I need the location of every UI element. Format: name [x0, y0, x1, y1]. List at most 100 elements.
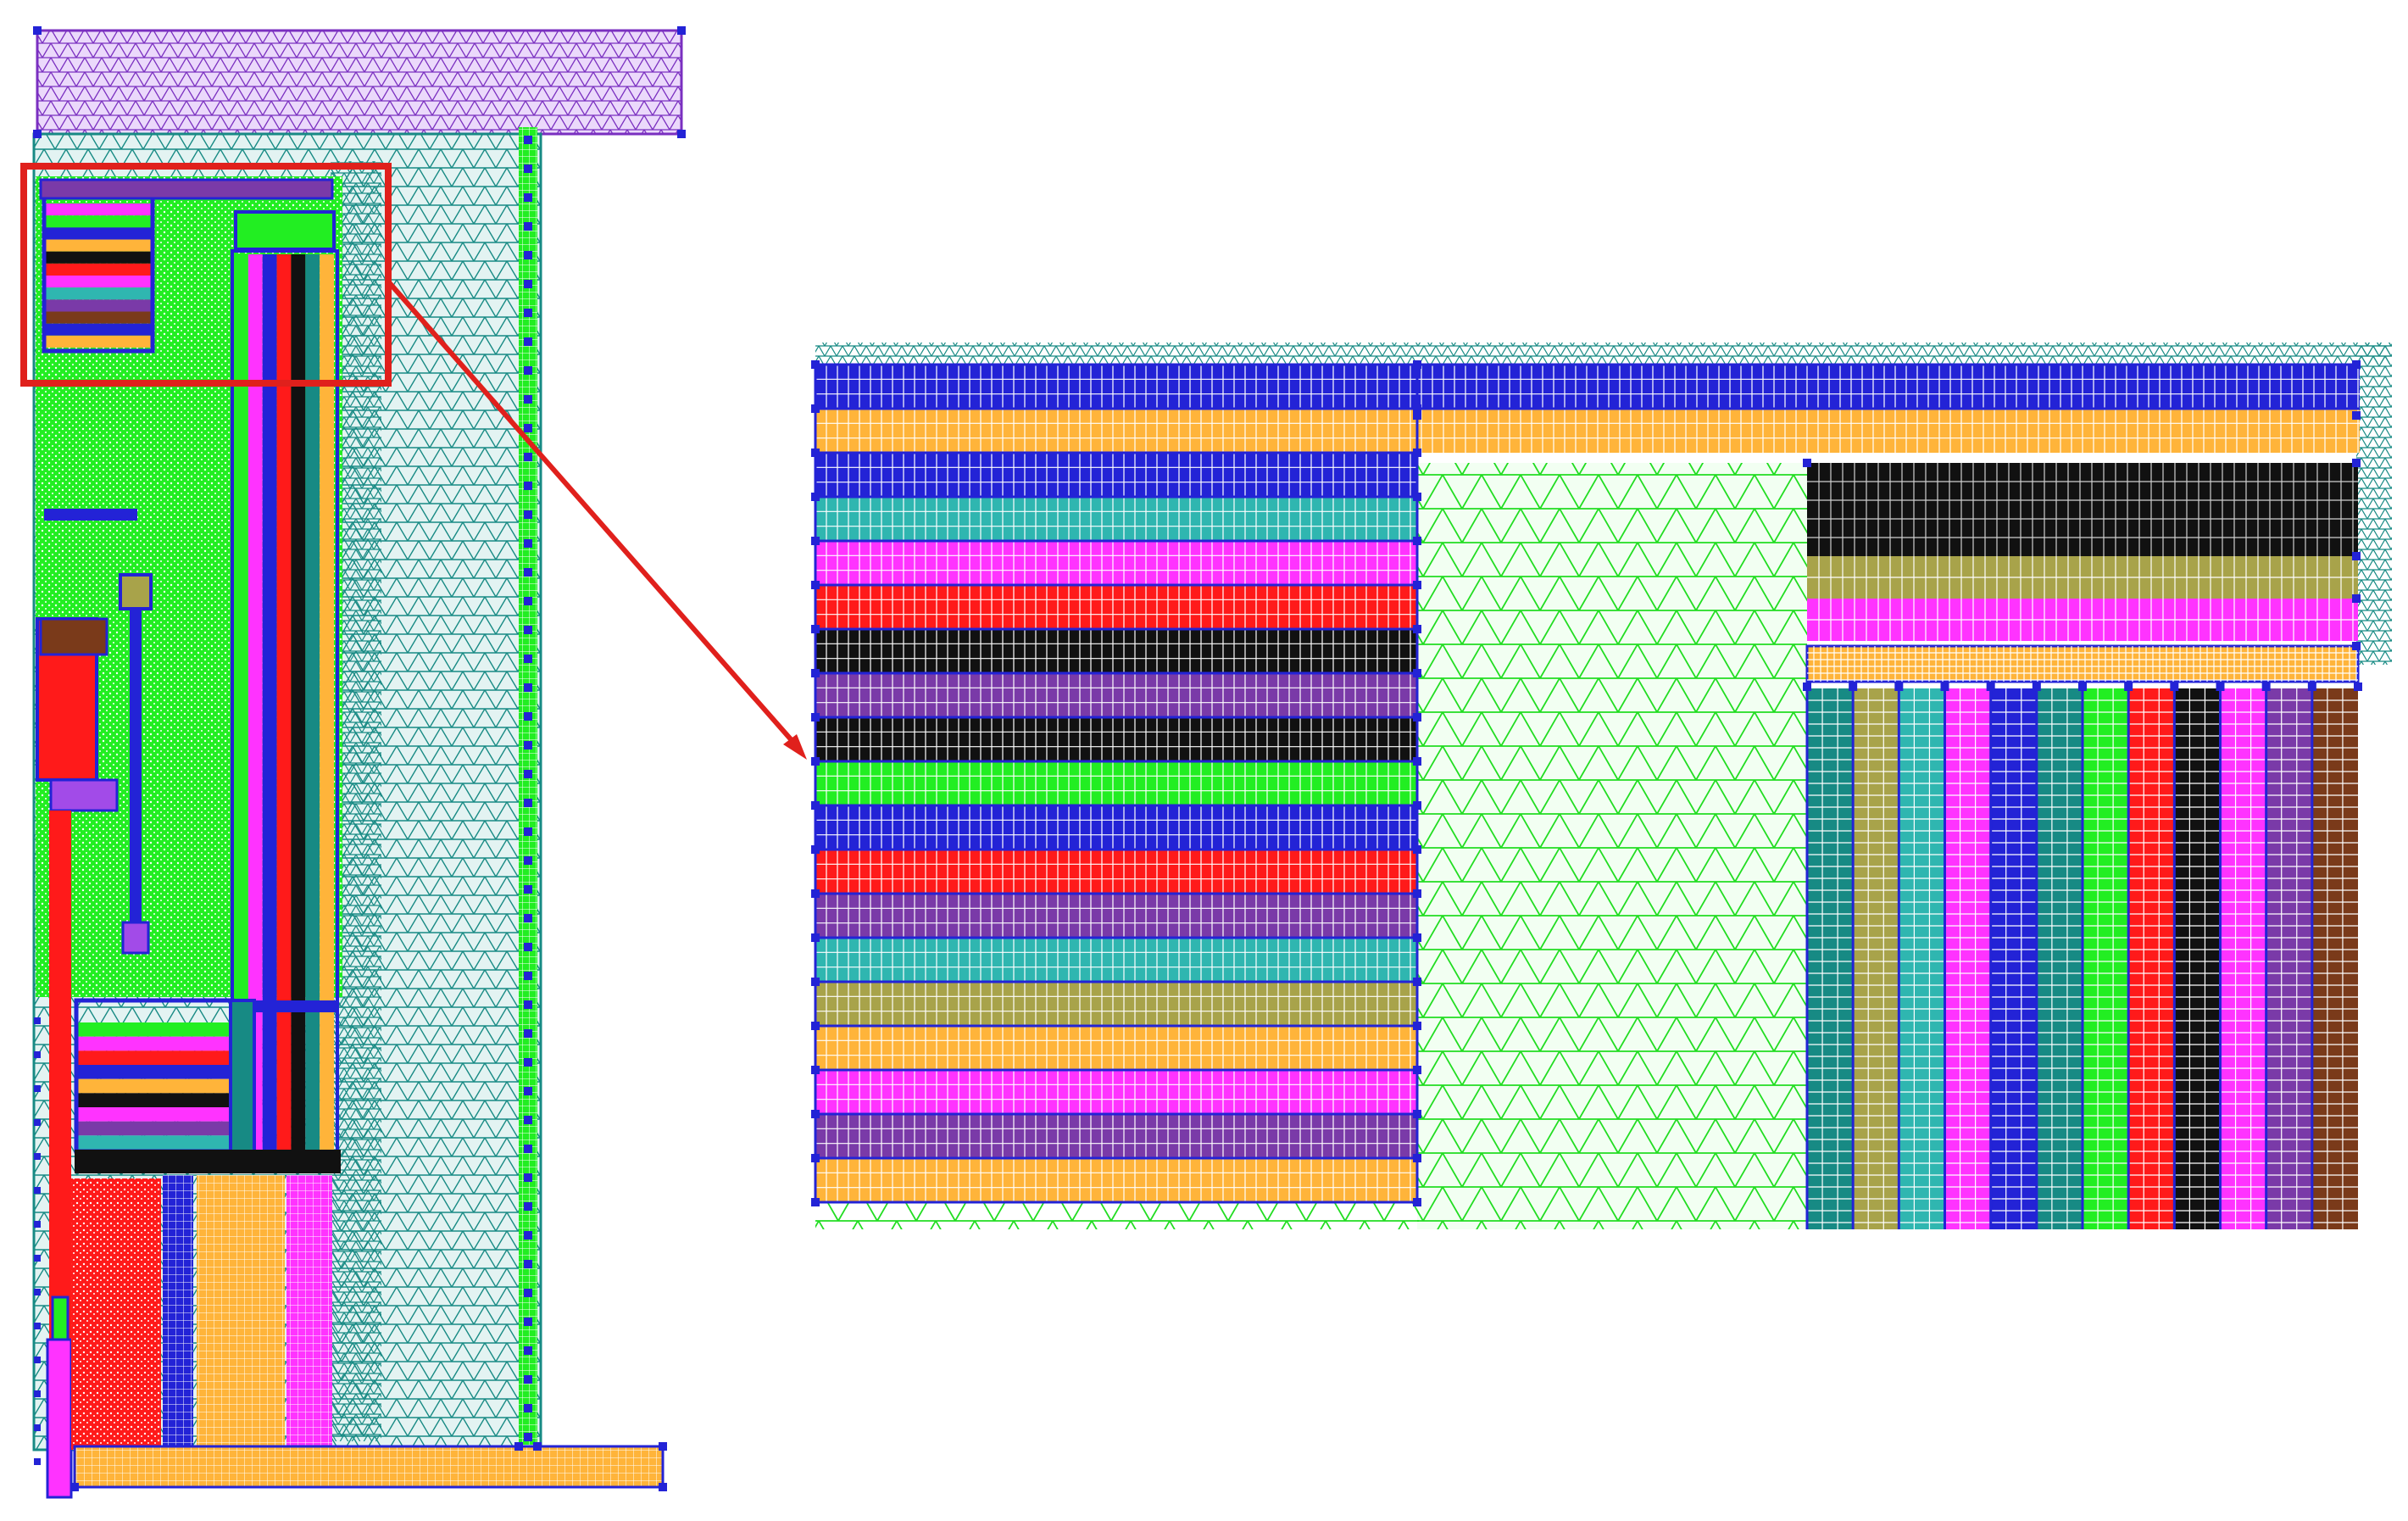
zoom-mid-node: [1413, 448, 1421, 457]
left-edge-node: [34, 1289, 41, 1295]
lower-block-row: [78, 1078, 231, 1094]
zoom-column-grid: [1944, 688, 1991, 1229]
left-edge-node: [34, 1017, 41, 1024]
red-dotted-region: [71, 1178, 161, 1450]
zoom-top-border-mesh: [815, 343, 2392, 365]
zoom-layer-row: [815, 365, 2360, 409]
left-block-row: [44, 227, 151, 240]
wall-node: [524, 914, 532, 922]
lower-block-row: [78, 1093, 231, 1107]
left-edge-node: [34, 1458, 41, 1465]
wall-node: [524, 856, 532, 865]
left-edge-node: [34, 1119, 41, 1126]
zoom-corner-node: [1803, 459, 1811, 467]
zoom-layer-row: [815, 938, 1417, 982]
zoom-mid-node: [1413, 1154, 1421, 1162]
zoom-layer-row: [815, 1026, 1417, 1070]
vertical-layer-columns: [231, 249, 339, 1153]
zoom-column-node: [1803, 682, 1811, 691]
zoom-mid-node: [1413, 1022, 1421, 1030]
zoom-mid-node: [1413, 1110, 1421, 1118]
wall-node: [524, 1346, 532, 1355]
zoom-layer-row: [815, 717, 1417, 761]
zoom-left-node: [811, 978, 820, 986]
zoom-column-grid: [1807, 688, 1854, 1229]
wall-node: [524, 972, 532, 980]
zoom-corner-node: [2352, 411, 2361, 420]
magenta-strip: [46, 1338, 73, 1499]
zoom-row-grid: [815, 673, 1417, 717]
zoom-left-node: [811, 713, 820, 722]
column-stripe: [320, 254, 334, 1150]
zoom-column: [2083, 688, 2129, 1229]
lower-block-row: [78, 1135, 231, 1150]
zoom-column-node: [2307, 682, 2316, 691]
zoom-column-grid: [2220, 688, 2266, 1229]
zoom-mid-node: [1413, 581, 1421, 589]
wall-node: [524, 482, 532, 490]
zoom-column: [1899, 688, 1945, 1229]
zoom-dark-layer: [1807, 463, 2358, 556]
zoom-left-node: [811, 845, 820, 854]
zoom-row-grid: [815, 365, 2360, 410]
left-block-row: [44, 311, 151, 324]
zoom-layer-row: [815, 850, 1417, 894]
zoom-column-grid: [1853, 688, 1899, 1229]
wall-node: [524, 597, 532, 605]
small-layer-box: [234, 210, 336, 251]
zoom-column-node: [2032, 682, 2041, 691]
left-edge-node: [34, 1187, 41, 1194]
black-band: [75, 1150, 341, 1173]
magenta-grid-column: [286, 1175, 332, 1450]
wall-node: [524, 1260, 532, 1268]
zoom-green-cavity-mesh: [1417, 463, 1807, 1229]
column-stripe: [291, 254, 306, 1150]
wall-node: [524, 1000, 532, 1009]
lower-block-row: [78, 1050, 231, 1065]
zoom-column-node: [2124, 682, 2133, 691]
zoom-mid-node: [1413, 537, 1421, 545]
wall-node: [524, 1058, 532, 1067]
left-block-row: [44, 299, 151, 312]
zoom-column-grid: [2174, 688, 2221, 1229]
red-block-top: [39, 617, 108, 656]
wall-node: [524, 251, 532, 259]
wall-node: [524, 424, 532, 432]
zoom-layer-row: [815, 409, 2360, 453]
zoom-left-node: [811, 1154, 820, 1162]
zoom-layer-row: [815, 982, 1417, 1026]
zoom-callout-arrow: [386, 280, 799, 748]
zoom-layer-row: [815, 673, 1417, 717]
lower-block-lintel: [254, 1000, 339, 1012]
left-block-row: [44, 239, 151, 252]
zoom-rows-frame: [814, 363, 1419, 1204]
left-edge-node: [34, 1390, 41, 1397]
zoom-left-node: [811, 493, 820, 501]
column-stripe: [234, 254, 248, 1150]
lower-block-row: [78, 1065, 231, 1079]
left-edge-node: [34, 1221, 41, 1228]
wall-node: [524, 309, 532, 317]
left-block-row: [44, 276, 151, 288]
orange-grid-column: [197, 1175, 285, 1450]
base-plate: [73, 1445, 665, 1489]
zoom-column: [1807, 688, 1854, 1229]
wall-node: [524, 1318, 532, 1326]
wall-node: [524, 366, 532, 375]
zoom-column: [1853, 688, 1899, 1229]
zoom-layer-row: [815, 585, 1417, 629]
zoom-column: [2220, 688, 2266, 1229]
wall-node: [524, 568, 532, 577]
wall-node: [524, 453, 532, 461]
zoom-layer-row: [815, 453, 1417, 497]
zoom-left-node: [811, 537, 820, 545]
zoom-left-node: [811, 581, 820, 589]
zoom-row-grid: [815, 894, 1417, 939]
wall-node: [524, 136, 532, 144]
zoom-horizontal-layers: [814, 363, 2360, 1204]
zoom-left-node: [811, 625, 820, 633]
corner-node: [659, 1483, 667, 1491]
zoom-column-grid: [2266, 688, 2312, 1229]
zoom-corner-node: [1413, 411, 1421, 420]
wall-node: [524, 626, 532, 634]
